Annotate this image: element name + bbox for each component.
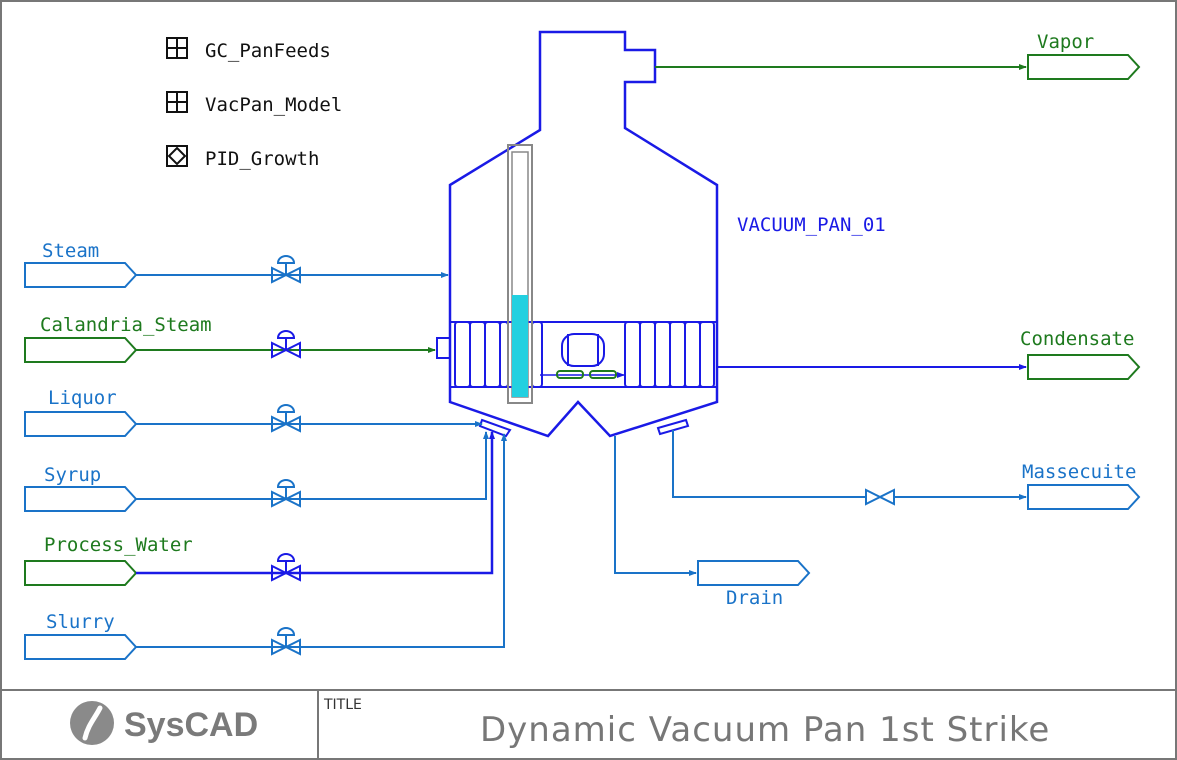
legend-label: PID_Growth bbox=[205, 148, 319, 170]
legend-item-gc-panfeeds[interactable]: GC_PanFeeds bbox=[166, 37, 331, 62]
feed-label-syrup: Syrup bbox=[44, 464, 101, 486]
syscad-logo: SysCAD bbox=[70, 701, 258, 745]
feed-label-slurry: Slurry bbox=[46, 611, 115, 633]
output-label-vapor: Vapor bbox=[1037, 31, 1094, 53]
output-drain[interactable] bbox=[614, 436, 811, 586]
title-caption: TITLE bbox=[323, 697, 362, 713]
legend-item-pid-growth[interactable]: PID_Growth bbox=[166, 145, 319, 170]
feed-label-steam: Steam bbox=[42, 240, 99, 262]
output-label-drain: Drain bbox=[726, 587, 783, 609]
feed-liquor[interactable] bbox=[24, 411, 483, 437]
brand-name: SysCAD bbox=[124, 706, 258, 744]
feed-label-process-water: Process_Water bbox=[44, 534, 193, 556]
vessel-label: VACUUM_PAN_01 bbox=[737, 214, 886, 236]
valve-liquor-icon[interactable] bbox=[271, 404, 301, 433]
vacuum-pan-vessel[interactable] bbox=[436, 30, 719, 438]
legend: GC_PanFeeds VacPan_Model PID_Growth bbox=[166, 37, 342, 170]
legend-label: GC_PanFeeds bbox=[205, 40, 331, 62]
footer: SysCAD TITLE Dynamic Vacuum Pan 1st Stri… bbox=[70, 697, 1050, 750]
feed-calandria-steam[interactable] bbox=[24, 337, 436, 363]
level-gauge bbox=[507, 144, 533, 404]
legend-label: VacPan_Model bbox=[205, 94, 342, 116]
valve-calandria-steam-icon[interactable] bbox=[271, 330, 301, 359]
valve-massecuite-icon[interactable] bbox=[865, 488, 895, 506]
valve-syrup-icon[interactable] bbox=[271, 479, 301, 508]
control-valves bbox=[271, 255, 301, 656]
output-vapor[interactable] bbox=[655, 54, 1141, 80]
feed-label-liquor: Liquor bbox=[48, 387, 117, 409]
feed-steam[interactable] bbox=[24, 262, 449, 288]
feed-label-calandria-steam: Calandria_Steam bbox=[40, 314, 212, 336]
grid-icon bbox=[166, 37, 188, 59]
feed-slurry[interactable] bbox=[24, 433, 507, 660]
drawing-title: Dynamic Vacuum Pan 1st Strike bbox=[480, 710, 1050, 750]
output-label-massecuite: Massecuite bbox=[1022, 461, 1136, 483]
output-massecuite[interactable] bbox=[672, 430, 1141, 510]
legend-item-vacpan-model[interactable]: VacPan_Model bbox=[166, 91, 342, 116]
feed-process-water[interactable] bbox=[24, 431, 495, 586]
feed-syrup[interactable] bbox=[24, 431, 489, 512]
diamond-box-icon bbox=[166, 145, 188, 167]
grid-icon bbox=[166, 91, 188, 113]
output-label-condensate: Condensate bbox=[1020, 328, 1134, 350]
valve-steam-icon[interactable] bbox=[271, 255, 301, 284]
valve-slurry-icon[interactable] bbox=[271, 627, 301, 656]
output-condensate[interactable] bbox=[717, 354, 1141, 380]
valve-process-water-icon[interactable] bbox=[271, 553, 301, 582]
